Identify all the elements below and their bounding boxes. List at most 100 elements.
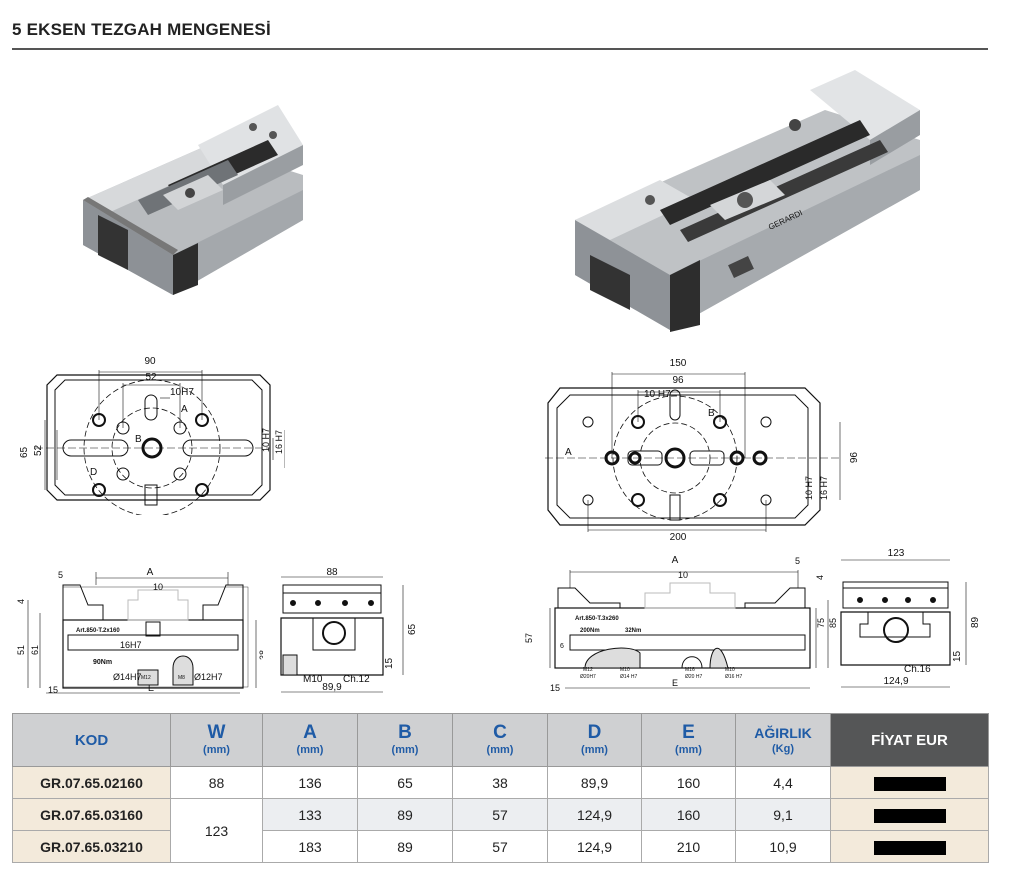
dim-10h7: 10H7	[170, 387, 194, 398]
dim-52: 52	[145, 372, 157, 383]
cell-a: 136	[262, 766, 358, 799]
cell-kod: GR.07.65.02160	[12, 766, 171, 799]
section-b-label: B	[708, 408, 715, 419]
cell-c: 57	[452, 830, 548, 863]
dim-15: 15	[48, 685, 58, 695]
top-view-large-drawing: 150 96 10 H7 200 96 10 H7 16 H7 A B	[545, 358, 858, 540]
dim-57: 57	[524, 633, 534, 643]
section-a-label: A	[181, 404, 188, 415]
cell-d: 124,9	[547, 830, 642, 863]
dim-20h7-b: Ø20 H7	[685, 674, 702, 680]
m10-label-b: M10	[725, 667, 735, 673]
cell-e: 210	[641, 830, 736, 863]
dim-5: 5	[795, 556, 800, 566]
spec-table: KOD W(mm) A(mm) B(mm) C(mm) D(mm) E(mm) …	[12, 713, 989, 863]
dim-4: 4	[815, 575, 825, 580]
dim-75: 75	[816, 618, 826, 628]
cell-a: 183	[262, 830, 358, 863]
cell-d: 89,9	[547, 766, 642, 799]
header-kod: KOD	[12, 713, 171, 767]
dim-e: E	[672, 678, 678, 688]
cell-b: 89	[357, 830, 453, 863]
dim-200: 200	[670, 532, 687, 540]
table-row: GR.07.65.03160 123 133 89 57 124,9 160 9…	[12, 798, 989, 863]
section-d-label: D	[90, 467, 97, 478]
header-c: C(mm)	[452, 713, 548, 767]
cell-c: 57	[452, 798, 548, 831]
cell-d: 124,9	[547, 798, 642, 831]
dim-123: 123	[888, 548, 905, 559]
dim-89: 89	[970, 616, 981, 628]
dim-65: 65	[19, 446, 30, 458]
cell-c: 38	[452, 766, 548, 799]
ch16-label: Ch.16	[904, 664, 931, 675]
header-d: D(mm)	[547, 713, 642, 767]
m12-label: M12	[583, 667, 593, 673]
header-b: B(mm)	[357, 713, 453, 767]
cell-w: 88	[170, 766, 263, 799]
dim-16h7-vertical: 16 H7	[819, 476, 829, 500]
dim-52-vertical: 52	[33, 444, 44, 456]
m16-label: M16	[685, 667, 695, 673]
dim-5: 5	[58, 570, 63, 580]
torque-label-2: 32Nm	[625, 628, 641, 634]
table-header-row: KOD W(mm) A(mm) B(mm) C(mm) D(mm) E(mm) …	[12, 713, 989, 767]
cell-w: 123	[170, 798, 263, 863]
section-a-label: A	[565, 447, 572, 458]
header-e: E(mm)	[641, 713, 736, 767]
dim-10: 10	[678, 570, 688, 580]
cell-price	[830, 798, 989, 831]
dim-10h7-vertical: 10 H7	[804, 476, 814, 500]
dim-a: A	[672, 555, 679, 566]
header-price: FİYAT EUR	[830, 713, 989, 767]
redacted-price-bar	[873, 776, 946, 791]
header-a: A(mm)	[262, 713, 358, 767]
m10-label: M10	[303, 674, 323, 685]
cell-weight: 10,9	[735, 830, 831, 863]
dim-15: 15	[952, 650, 963, 662]
title-divider	[12, 48, 988, 50]
dim-16h7-vertical: 16 H7	[274, 430, 284, 454]
cell-weight: 9,1	[735, 798, 831, 831]
header-w: W(mm)	[170, 713, 263, 767]
section-b-label: B	[135, 434, 142, 445]
dim-12h7: Ø12H7	[194, 672, 223, 682]
top-view-small-drawing: 90 52 10H7 65 52 10 H7 16 H7 A B D	[19, 356, 285, 515]
dim-96: 96	[672, 375, 684, 386]
dim-10h7: 10 H7	[644, 389, 671, 400]
dim-150: 150	[670, 358, 687, 369]
front-view-large-drawing: A 10 5 4 57 75 85 Art.850-T.3x260 200Nm …	[524, 555, 838, 693]
dim-20h7-a: Ø20H7	[580, 674, 596, 680]
dim-15: 15	[550, 683, 560, 693]
cell-weight: 4,4	[735, 766, 831, 799]
dim-10h7-vertical: 10 H7	[261, 428, 271, 452]
side-view-large-drawing: 123 89 15 Ch.16 124,9	[840, 548, 981, 688]
article-label: Art.850-T.2x160	[76, 628, 120, 634]
dim-14h7: Ø14H7	[113, 672, 142, 682]
small-vise-photo	[83, 105, 303, 295]
table-row: GR.07.65.02160 88 136 65 38 89,9 160 4,4	[12, 766, 989, 799]
cell-b: 89	[357, 798, 453, 831]
dim-6: 6	[560, 643, 564, 650]
dim-15: 15	[384, 657, 395, 669]
ch12-label: Ch.12	[343, 674, 370, 685]
dim-38: 38	[258, 650, 263, 660]
page-title: 5 EKSEN TEZGAH MENGENESİ	[12, 20, 271, 39]
cell-price	[830, 766, 989, 799]
cell-e: 160	[641, 766, 736, 799]
dim-e: E	[148, 683, 154, 693]
torque-label-1: 200Nm	[580, 628, 600, 634]
torque-label: 90Nm	[93, 659, 112, 666]
side-view-small-drawing: 88 65 15 M10 Ch.12 89,9	[280, 567, 418, 693]
dim-a: A	[147, 567, 154, 578]
cell-b: 65	[357, 766, 453, 799]
cell-price	[830, 830, 989, 863]
dim-10: 10	[153, 582, 163, 592]
cell-e: 160	[641, 798, 736, 831]
dim-51: 51	[16, 645, 26, 655]
cell-kod: GR.07.65.03160	[12, 798, 171, 831]
header-weight: AĞIRLIK(Kg)	[735, 713, 831, 767]
dim-61: 61	[30, 645, 40, 655]
redacted-price-bar	[873, 840, 946, 855]
cell-kod: GR.07.65.03210	[12, 830, 171, 863]
